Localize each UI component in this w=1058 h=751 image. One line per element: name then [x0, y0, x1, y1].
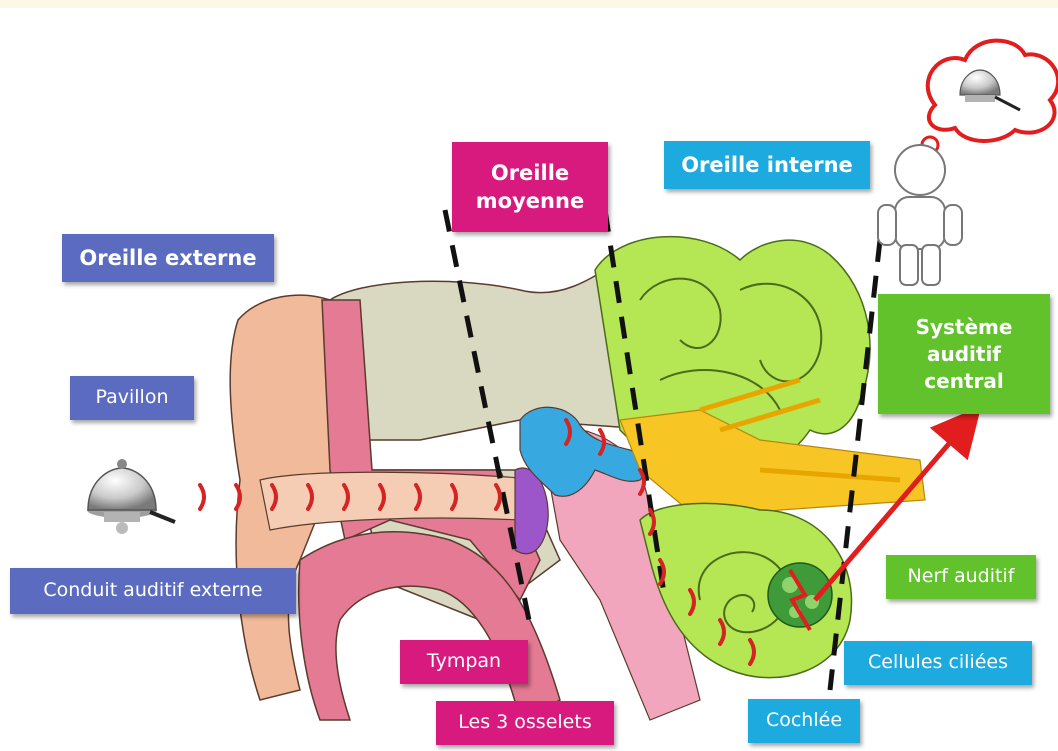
- label-tympan: Tympan: [400, 640, 528, 684]
- bell-icon: [87, 459, 175, 534]
- person-icon: [878, 145, 962, 285]
- label-oreille-externe: Oreille externe: [62, 234, 274, 282]
- label-pavillon: Pavillon: [70, 376, 194, 420]
- label-conduit-auditif-externe: Conduit auditif externe: [10, 568, 296, 614]
- label-les-3-osselets: Les 3 osselets: [436, 701, 614, 745]
- label-oreille-moyenne: Oreille moyenne: [452, 142, 608, 232]
- thought-bubble-icon: [913, 41, 1058, 167]
- label-nerf-auditif: Nerf auditif: [886, 555, 1036, 599]
- label-systeme-auditif-central: Système auditif central: [878, 294, 1050, 414]
- label-oreille-interne: Oreille interne: [664, 141, 870, 189]
- label-cochlee: Cochlée: [748, 699, 860, 743]
- label-cellules-ciliees: Cellules ciliées: [844, 641, 1032, 685]
